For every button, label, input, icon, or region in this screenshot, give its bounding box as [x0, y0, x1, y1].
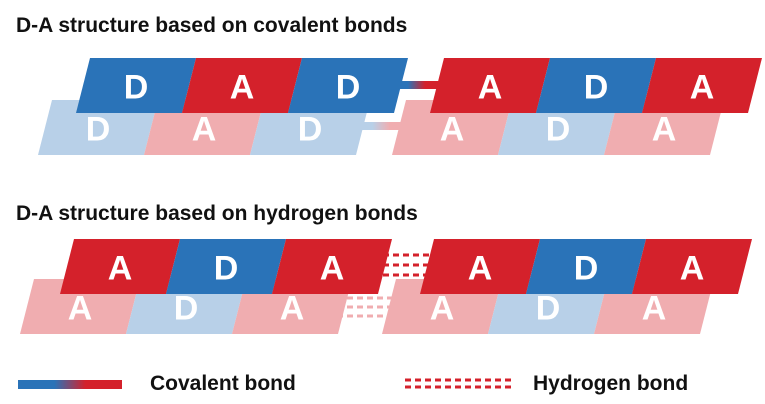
hydrogen-front-left-block-2 [272, 239, 392, 294]
bond-layer [337, 81, 445, 318]
hydrogen-front-left-label-0: A [108, 250, 133, 288]
covalent-front-left-block-1 [182, 58, 302, 113]
covalent-back-left-block-0 [38, 100, 158, 155]
legend-swatches [18, 378, 512, 389]
covalent-front-right-label-2: A [690, 69, 715, 107]
hydrogen-back-right-label-1: D [536, 290, 561, 328]
covalent-back-right-label-1: D [546, 111, 571, 149]
covalent-front-left-block-0 [76, 58, 196, 113]
covalent-front-left-block-2 [288, 58, 408, 113]
legend-covalent-label: Covalent bond [150, 372, 296, 395]
hydrogen-front-right-block-1 [526, 239, 646, 294]
covalent-front-left-label-1: A [230, 69, 255, 107]
covalent-back-bond [352, 122, 410, 130]
covalent-panel-title: D-A structure based on covalent bonds [16, 14, 408, 37]
covalent-back-right-block-1 [498, 100, 618, 155]
covalent-back-left-block-2 [250, 100, 370, 155]
hydrogen-back-right-label-2: A [642, 290, 667, 328]
hydrogen-back-left-label-2: A [280, 290, 305, 328]
hydrogen-back-right-label-0: A [430, 290, 455, 328]
hydrogen-front-right-block-2 [632, 239, 752, 294]
covalent-back-right-label-2: A [652, 111, 677, 149]
hydrogen-front-left-block-0 [60, 239, 180, 294]
covalent-back-right-label-0: A [440, 111, 465, 149]
legend-covalent-swatch [18, 380, 122, 389]
covalent-back-right-block-0 [392, 100, 512, 155]
covalent-back-left-label-1: A [192, 111, 217, 149]
covalent-back-right-block-2 [604, 100, 724, 155]
hydrogen-front-left-label-1: D [214, 250, 239, 288]
covalent-front-bond [388, 81, 445, 89]
covalent-back-left-label-2: D [298, 111, 323, 149]
hydrogen-front-right-label-0: A [468, 250, 493, 288]
covalent-front-right-label-1: D [584, 69, 609, 107]
hydrogen-front-left-label-2: A [320, 250, 345, 288]
hydrogen-front-left-block-1 [166, 239, 286, 294]
covalent-front-right-label-0: A [478, 69, 503, 107]
legend-hydrogen-label: Hydrogen bond [533, 372, 689, 395]
covalent-front-right-block-2 [642, 58, 762, 113]
covalent-back-left-label-0: D [86, 111, 111, 149]
hydrogen-front-right-label-2: A [680, 250, 705, 288]
hydrogen-back-left-label-0: A [68, 290, 93, 328]
hydrogen-panel-title: D-A structure based on hydrogen bonds [16, 202, 418, 225]
covalent-front-left-label-0: D [124, 69, 149, 107]
covalent-back-left-block-1 [144, 100, 264, 155]
hydrogen-front-right-block-0 [420, 239, 540, 294]
covalent-front-right-block-1 [536, 58, 656, 113]
hydrogen-back-left-label-1: D [174, 290, 199, 328]
covalent-front-right-block-0 [430, 58, 550, 113]
covalent-front-left-label-2: D [336, 69, 361, 107]
hydrogen-front-right-label-1: D [574, 250, 599, 288]
